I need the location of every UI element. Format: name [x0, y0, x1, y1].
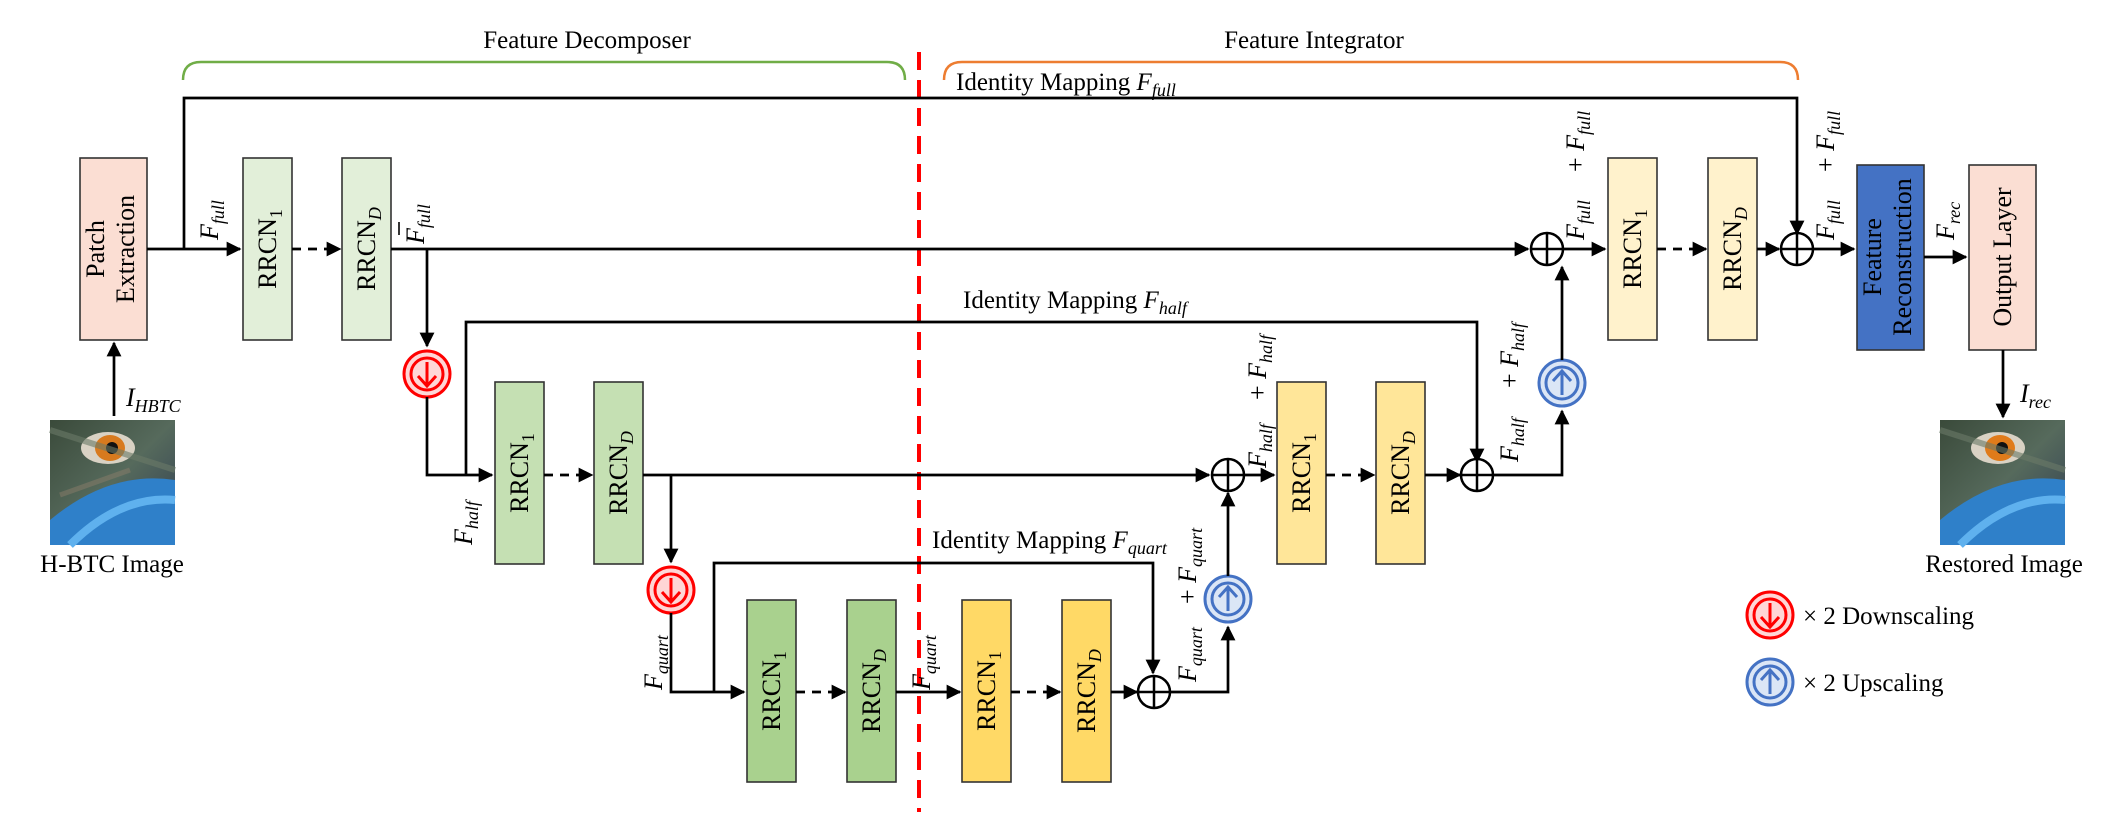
- rrcnD-full-dec-block: [341, 157, 392, 341]
- fbar-full-label: Ffull: [401, 204, 434, 245]
- decomposer-brace: [181, 60, 907, 81]
- rrcn1-full-int-label: RRCN1: [1618, 209, 1651, 289]
- rrcn1-full-dec-block: [242, 157, 293, 341]
- identity-mapping-full-label: Identity Mapping Ffull: [956, 69, 1176, 100]
- fbarbar-half-label: Fhalf: [1495, 415, 1528, 463]
- identity-full-wire: [182, 96, 1805, 249]
- rrcn1-half-dec-label: RRCN1: [505, 433, 538, 513]
- rrcnD-full-dec-label: RRCND: [352, 207, 385, 291]
- patch-extraction-label-2: Extraction: [111, 195, 140, 303]
- sum-half-identity: [1459, 457, 1495, 493]
- legend-up-icon: [1745, 657, 1795, 707]
- input-image: [49, 420, 176, 548]
- rrcn1-quart-int-block: [961, 599, 1012, 783]
- sum-quart-to-up: [1170, 625, 1236, 694]
- fbar-full-int-label: Ffull: [1561, 200, 1594, 241]
- rrcnD-full-int-block: [1707, 157, 1758, 341]
- legend-down-icon: [1745, 590, 1795, 640]
- upscale-1: [1203, 574, 1253, 624]
- feature-reconstruction-label-2: Reconstruction: [1888, 178, 1917, 335]
- rrcn1-quart-dec-block: [746, 599, 797, 783]
- rrcnD-quart-dec-label: RRCND: [857, 649, 890, 733]
- feature-integrator-title: Feature Integrator: [1224, 27, 1404, 54]
- rrcn1-half-dec-block: [494, 381, 545, 565]
- rrcnD-half-int-label: RRCND: [1386, 431, 1419, 515]
- i-rec-label: Irec: [2019, 379, 2051, 412]
- f-rec-label: Frec: [1931, 202, 1964, 241]
- sum-half: [1210, 457, 1246, 493]
- fbarbar-quart-label: Fquart: [1173, 626, 1206, 683]
- patch-extraction-block: [79, 157, 148, 341]
- rrcnD-half-dec-label: RRCND: [604, 431, 637, 515]
- rrcnD-quart-int-block: [1061, 599, 1112, 783]
- fbar-quart-label: Fquart: [907, 634, 940, 691]
- fbarbar-full-label: Ffull: [1811, 200, 1844, 241]
- fbar-half-label: Fhalf: [1243, 421, 1276, 469]
- rrcnD-quart-dec-block: [846, 599, 897, 783]
- rrcn1-full-dec-label: RRCN1: [253, 209, 286, 289]
- down2-to-quart-wire: [669, 613, 746, 700]
- downscale-1: [402, 349, 452, 399]
- plus-fhat-full-label: + Ffull: [1561, 111, 1594, 172]
- feature-decomposer-title: Feature Decomposer: [483, 27, 691, 54]
- plus-f-full-label: + Ffull: [1811, 111, 1844, 172]
- output-layer-label: Output Layer: [1988, 187, 2017, 327]
- feature-reconstruction-label: Feature: [1858, 218, 1887, 296]
- identity-mapping-quart-label: Identity Mapping Fquart: [932, 527, 1168, 558]
- plus-f-quart-label: + Fquart: [1173, 527, 1206, 604]
- legend-up-label: × 2 Upscaling: [1803, 670, 1944, 697]
- rrcnD-full-int-label: RRCND: [1718, 207, 1751, 291]
- f-half-label: Fhalf: [449, 498, 482, 546]
- identity-quart-wire: [712, 561, 1161, 692]
- feature-reconstruction-block: [1856, 164, 1925, 351]
- sum-half2-to-up: [1493, 409, 1570, 477]
- rrcn1-quart-dec-label: RRCN1: [757, 651, 790, 731]
- legend-down-label: × 2 Downscaling: [1803, 603, 1975, 630]
- rrcn1-half-int-block: [1276, 381, 1327, 565]
- rrcn1-quart-int-label: RRCN1: [972, 651, 1005, 731]
- restored-image-caption: Restored Image: [1925, 551, 2083, 578]
- integrator-brace: [942, 60, 1800, 81]
- upscale-2: [1537, 358, 1587, 408]
- plus-f-half-label: + Fhalf: [1495, 320, 1528, 388]
- f-full-label: Ffull: [195, 200, 228, 241]
- rrcn1-half-int-label: RRCN1: [1287, 433, 1320, 513]
- identity-mapping-half-label: Identity Mapping Fhalf: [963, 287, 1190, 318]
- sum-full: [1529, 231, 1565, 267]
- sum-full-identity: [1779, 231, 1815, 267]
- down1-to-half-wire: [425, 397, 494, 483]
- rrcnD-quart-int-label: RRCND: [1072, 649, 1105, 733]
- sum-quart: [1136, 674, 1172, 710]
- patch-extraction-label: Patch: [81, 220, 110, 278]
- input-image-caption: H-BTC Image: [40, 551, 184, 578]
- rrcnD-half-int-block: [1375, 381, 1426, 565]
- i-hbtc-label: IHBTC: [125, 383, 182, 416]
- restored-image: [1939, 420, 2066, 548]
- rrcnD-half-dec-block: [593, 381, 644, 565]
- f-quart-label: Fquart: [639, 634, 672, 691]
- plus-fhat-half-label: + Fhalf: [1243, 332, 1276, 400]
- identity-half-wire: [464, 320, 1485, 475]
- downscale-2: [646, 565, 696, 615]
